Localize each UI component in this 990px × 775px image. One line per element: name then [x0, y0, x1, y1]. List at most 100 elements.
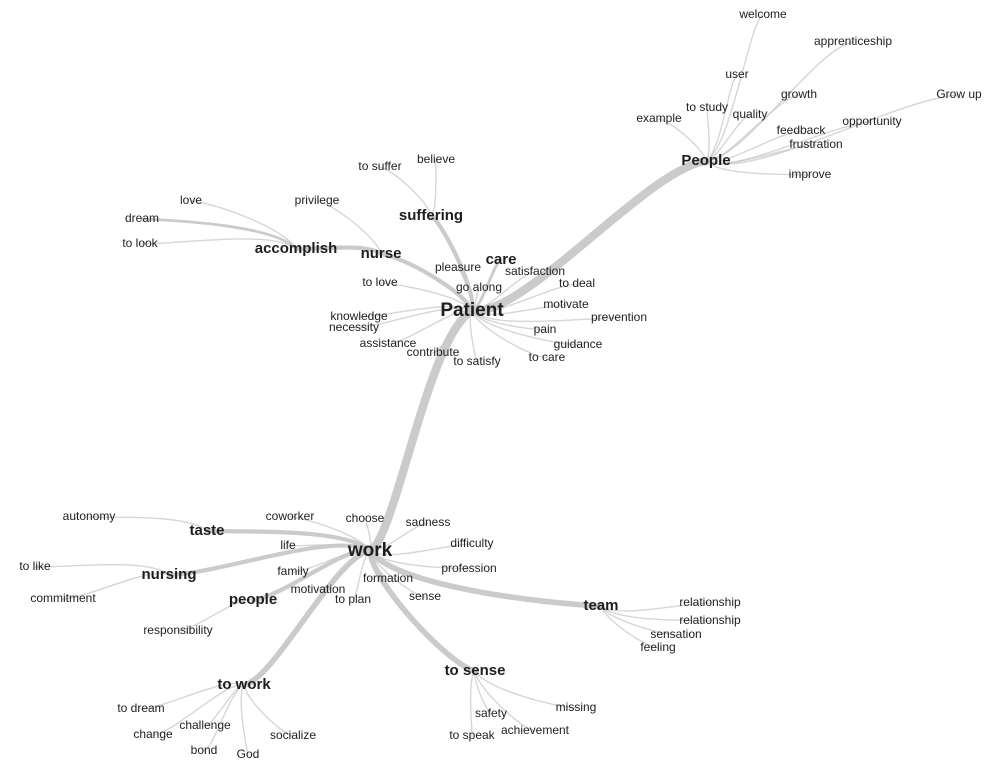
edge-accomplish-to-to_look — [139, 238, 297, 250]
node-relationship-1: relationship — [679, 595, 741, 609]
edge-work-to-to_sense — [367, 548, 478, 674]
edge-patient-to-to_care — [471, 310, 548, 359]
edge-work-to-profession — [369, 550, 470, 570]
edge-patient-to-necessity — [353, 307, 473, 329]
node-grow-up: Grow up — [936, 87, 982, 101]
node-suffering: suffering — [399, 207, 463, 224]
edge-people_low-to-responsibility — [177, 599, 254, 632]
edge-patient-to-to_deal — [471, 283, 578, 314]
edge-work-to-team — [367, 548, 604, 609]
edge-to_sense-to-achievement — [474, 670, 536, 732]
node-to-look: to look — [122, 236, 158, 250]
edge-work-to-motivation — [317, 550, 371, 591]
edge-patient-to-to_satisfy — [469, 310, 478, 363]
node-difficulty: difficulty — [450, 536, 493, 550]
edge-to_sense-to-missing — [474, 670, 577, 709]
node-formation: formation — [363, 571, 413, 585]
node-necessity: necessity — [329, 320, 379, 334]
edge-to_work-to-bond — [203, 684, 245, 752]
edge-patient-to-pleasure — [457, 267, 474, 312]
node-love: love — [180, 193, 202, 207]
edge-people_top-to-to_study — [705, 107, 710, 162]
node-feeling: feeling — [640, 640, 675, 654]
node-to-study: to study — [686, 100, 728, 114]
node-nursing: nursing — [142, 566, 197, 583]
node-people-low: people — [229, 591, 277, 608]
node-missing: missing — [556, 700, 597, 714]
edge-nursing-to-commitment — [62, 572, 170, 600]
node-assistance: assistance — [360, 336, 417, 350]
node-to-work: to work — [217, 676, 271, 693]
node-example: example — [636, 111, 682, 125]
node-profession: profession — [441, 561, 496, 575]
node-user: user — [725, 67, 748, 81]
node-commitment: commitment — [30, 591, 96, 605]
edge-to_work-to-god — [240, 684, 249, 756]
node-apprenticeship: apprenticeship — [814, 34, 892, 48]
node-pleasure: pleasure — [435, 260, 481, 274]
edge-team-to-sensation — [600, 605, 677, 636]
node-safety: safety — [475, 706, 507, 720]
node-contribute: contribute — [407, 345, 460, 359]
node-to-dream: to dream — [117, 701, 164, 715]
node-change: change — [133, 727, 173, 741]
edge-patient-to-go_along — [471, 287, 480, 312]
edge-to_work-to-change — [152, 684, 245, 736]
edge-patient-to-work — [365, 306, 477, 556]
node-welcome: welcome — [738, 7, 787, 21]
edge-work-to-taste — [204, 528, 373, 554]
node-taste: taste — [189, 522, 224, 539]
edge-patient-to-assistance — [387, 309, 473, 345]
node-believe: believe — [417, 152, 455, 166]
node-nurse: nurse — [361, 245, 402, 262]
node-guidance: guidance — [554, 337, 603, 351]
node-knowledge: knowledge — [330, 309, 388, 323]
edge-suffering-to-to_suffer — [379, 166, 432, 217]
node-to-deal: to deal — [559, 276, 595, 290]
node-prevention: prevention — [591, 310, 647, 324]
edge-work-to-coworker — [289, 516, 371, 552]
node-growth: growth — [781, 87, 817, 101]
node-improve: improve — [789, 167, 832, 181]
edge-team-to-feeling — [600, 605, 659, 649]
edge-to_sense-to-to_speak — [469, 670, 476, 737]
node-life: life — [280, 538, 296, 552]
edge-patient-to-guidance — [471, 310, 579, 346]
edge-people_top-to-growth — [705, 94, 800, 162]
edge-people_top-to-feedback — [705, 130, 802, 163]
edge-patient-to-care — [470, 258, 503, 313]
node-feedback: feedback — [777, 123, 827, 137]
node-achievement: achievement — [501, 723, 570, 737]
node-motivation: motivation — [291, 582, 346, 596]
edge-people_top-to-grow_up — [705, 94, 960, 165]
edge-work-to-life — [287, 543, 371, 552]
edge-accomplish-to-love — [190, 200, 297, 250]
edge-to_work-to-to_dream — [140, 682, 245, 710]
node-motivate: motivate — [543, 297, 589, 311]
node-choose: choose — [346, 511, 385, 525]
node-privilege: privilege — [295, 193, 340, 207]
edge-people_top-to-user — [705, 74, 738, 162]
node-care: care — [486, 251, 517, 268]
edge-work-to-family — [292, 549, 371, 573]
node-god: God — [237, 747, 260, 761]
node-to-like: to like — [19, 559, 51, 573]
node-people-top: People — [681, 152, 730, 169]
node-patient: Patient — [440, 300, 504, 321]
node-challenge: challenge — [179, 718, 231, 732]
edge-patient-to-contribute — [432, 310, 473, 354]
edge-patient-to-satisfaction — [471, 271, 536, 312]
node-to-plan: to plan — [335, 592, 371, 606]
edge-work-to-choose — [364, 518, 372, 552]
edge-accomplish-to-dream — [140, 217, 298, 251]
node-sadness: sadness — [406, 515, 451, 529]
edge-nurse-to-accomplish — [293, 245, 384, 257]
node-sensation: sensation — [650, 627, 701, 641]
edge-people_top-to-frustration — [705, 144, 817, 165]
node-sense: sense — [409, 589, 441, 603]
edge-patient-to-to_love — [379, 282, 473, 312]
edge-patient-to-people_top — [467, 156, 711, 316]
edge-patient-to-nurse — [378, 251, 475, 314]
edge-nursing-to-to_like — [34, 563, 170, 576]
